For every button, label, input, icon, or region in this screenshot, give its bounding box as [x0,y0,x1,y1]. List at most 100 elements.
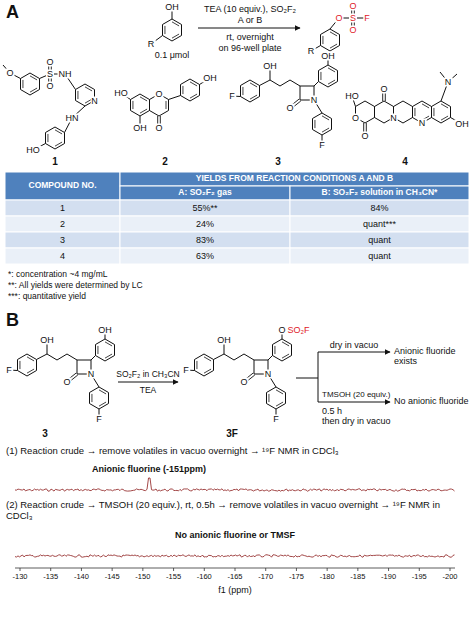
atom-label: F [182,366,190,375]
axis-tick-label: -180 [320,573,335,582]
footnote: *: concentration ~4 mg/mL [8,270,107,280]
atom-label: OH [216,336,232,345]
ring-double-bond [328,68,335,72]
ring-double-bond [182,86,183,94]
ring-double-bond [276,390,283,394]
ring-double-bond [441,116,448,120]
bond-line [314,82,319,87]
annotation: No anionic fluoride [394,396,470,406]
ring [18,354,37,376]
ring-double-bond [105,354,112,358]
ring [21,73,40,95]
bond-line [57,354,67,360]
table-cell: 3 [60,235,65,245]
axis-tick [50,568,51,571]
atom-label: O [379,85,388,94]
ring [321,29,340,51]
ring [195,354,214,376]
axis-tick [235,568,236,571]
annotation: 0.1 μmol [155,50,190,60]
atom-label: N [90,96,99,105]
ring-double-bond [282,354,289,358]
table-cell: 4 [60,251,65,261]
bond-line [91,356,96,361]
atom-label: N [87,370,96,379]
atom-label: N [264,370,273,379]
annotation: dry in vacuo [330,340,379,350]
panel-letter: B [6,310,19,331]
atom-label: OH [262,62,278,71]
ring [313,113,332,135]
axis-tick-label: -150 [135,573,150,582]
ring [432,101,451,123]
bond-line [280,80,290,86]
bond-line [166,101,167,109]
ring-double-bond [55,142,62,146]
ring [273,339,292,361]
atom-label: N [389,113,398,122]
annotation: TEA (10 equiv.), SO₂F₂ [204,4,296,14]
footnote: ***: quantitative yield [8,292,86,302]
ring-double-bond [99,402,106,406]
bond-line [214,354,225,360]
ring-double-bond [414,108,415,116]
table-cell-background [5,232,120,248]
atom-label: O [239,378,248,387]
axis-tick-label: -185 [350,573,365,582]
atom-label: O [154,90,163,99]
ring [90,387,109,409]
ring [267,387,286,409]
ring-double-bond [282,342,289,346]
ring-double-bond [204,369,211,373]
atom-label: O [334,14,343,23]
table-cell-background [120,200,290,216]
axis-tick-label: -200 [442,573,457,582]
bond-line [300,86,314,87]
axis-tick [81,568,82,571]
annotation: on 96-well plate [218,43,281,53]
bond-line [47,354,57,360]
axis-tick [419,568,420,571]
atom-label: F [5,366,13,375]
ring-double-bond [433,108,434,116]
ring [96,339,115,361]
axis-tick [173,568,174,571]
bond-line [268,356,273,361]
ring-double-bond [77,91,78,99]
annotation: Anionic fluoride exists [394,346,470,367]
ring [241,80,260,102]
atom-label: O [348,2,357,11]
axis-tick-label: -165 [227,573,242,582]
axis-tick [327,568,328,571]
table-header: A: SO₂F₂ gas [178,188,231,198]
atom-label: O [348,26,357,35]
bond-line [290,80,300,86]
ring-double-bond [30,76,37,80]
bracket-line [318,352,319,402]
axis-tick-label: -130 [12,573,27,582]
ring-double-bond [330,44,337,48]
axis-tick-label: -140 [74,573,89,582]
compound-number: 2 [162,156,168,168]
atom-label: OH [320,52,336,61]
ring-double-bond [274,346,275,354]
table-cell: quant [368,251,391,261]
ring-double-bond [47,134,48,142]
axis-tick [20,568,21,571]
axis-tick [112,568,113,571]
table-cell: quant*** [363,219,396,229]
annotation: (1) Reaction crude → remove volatiles in… [6,446,468,457]
bond-line [270,80,280,86]
atom-label: OH [164,3,180,12]
bond-line [77,360,91,361]
atom-label: OH [97,326,113,335]
ring-double-bond [276,402,283,406]
annotation: SO₂F₂ in CH₃CN [116,370,179,380]
axis-tick [450,568,451,571]
ring-double-bond [99,390,106,394]
axis-tick-label: -170 [258,573,273,582]
ring-double-bond [330,32,337,36]
atom-label: O [45,58,54,67]
table-cell-background [5,172,120,200]
